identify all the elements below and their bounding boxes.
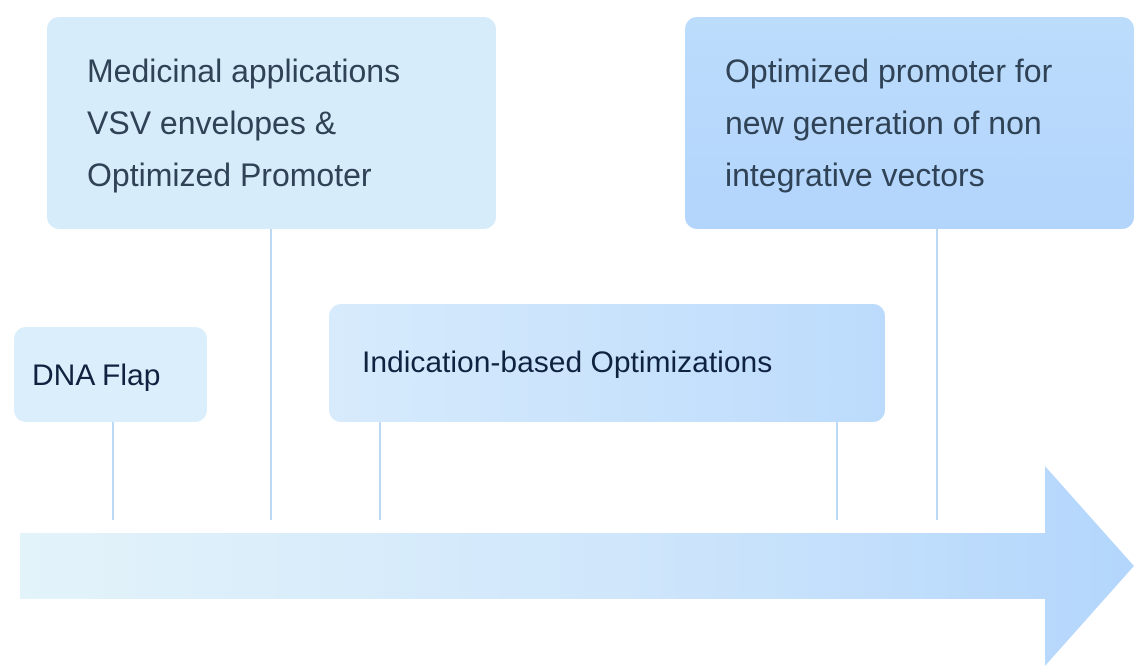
milestone-text-line: Indication-based Optimizations [362,346,773,379]
milestone-text-line: Optimized promoter for [725,53,1053,89]
milestone-text-line: Optimized Promoter [87,157,372,193]
milestone-text-line: DNA Flap [32,359,161,392]
milestone-optimized-promoter: Optimized promoter for new generation of… [685,17,1134,229]
milestone-text-line: new generation of non [725,105,1042,141]
connector-indication-end [836,422,838,520]
connector-indication-start [379,422,381,520]
milestone-text-line: VSV envelopes & [87,105,337,141]
connector-dna-flap [112,422,114,520]
milestone-text-line: Medicinal applications [87,53,401,89]
connector-optimized [936,229,938,520]
milestone-indication-based-optimizations: Indication-based Optimizations [329,304,885,422]
milestone-medicinal-applications: Medicinal applications VSV envelopes & O… [47,17,496,229]
connector-medicinal [270,229,272,520]
timeline-arrow-shape [20,466,1134,666]
milestone-text-line: integrative vectors [725,157,985,193]
milestone-dna-flap: DNA Flap [14,327,207,422]
